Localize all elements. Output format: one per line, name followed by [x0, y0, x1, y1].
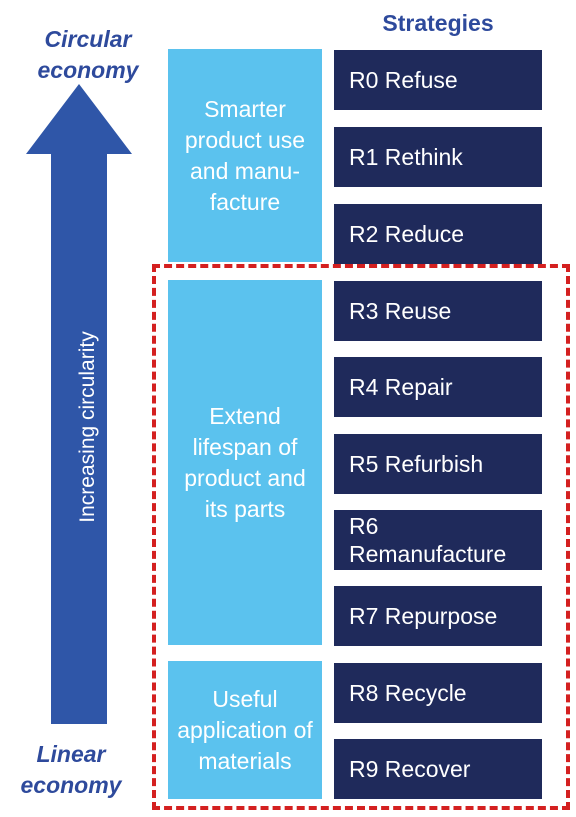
strategies-header: Strategies — [382, 10, 494, 36]
group-label: Smarter product use and manu-facture — [184, 95, 306, 215]
strategy-label: R1 Rethink — [349, 144, 463, 170]
strategy-label: R8 Recycle — [349, 680, 467, 706]
strategy-r0-refuse: R0 Refuse — [334, 50, 542, 110]
strategy-r7-repurpose: R7 Repurpose — [334, 586, 542, 646]
group-useful-application: Useful application of materials — [168, 661, 322, 799]
strategy-label: R0 Refuse — [349, 67, 458, 93]
strategy-label: R2 Reduce — [349, 221, 465, 247]
strategy-r9-recover: R9 Recover — [334, 739, 542, 799]
group-label: Extend lifespan of product and its parts — [184, 402, 306, 522]
circular-economy-label: Circular economy — [37, 26, 139, 83]
group-label: Useful application of materials — [177, 685, 313, 774]
strategy-r3-reuse: R3 Reuse — [334, 281, 542, 341]
strategy-r6-remanufacture: R6 Remanufacture — [334, 510, 542, 570]
linear-economy-label: Linear economy — [20, 741, 122, 798]
increasing-circularity-arrow — [26, 84, 132, 724]
strategy-label: R5 Refurbish — [349, 451, 484, 477]
strategy-r2-reduce: R2 Reduce — [334, 204, 542, 264]
strategy-r8-recycle: R8 Recycle — [334, 663, 542, 723]
strategy-r5-refurbish: R5 Refurbish — [334, 434, 542, 494]
strategy-r1-rethink: R1 Rethink — [334, 127, 542, 187]
axis-label: Increasing circularity — [76, 331, 99, 523]
strategy-label: R6 Remanufacture — [349, 513, 507, 567]
strategy-label: R9 Recover — [349, 756, 471, 782]
strategy-label: R3 Reuse — [349, 298, 452, 324]
strategy-label: R4 Repair — [349, 374, 453, 400]
strategy-r4-repair: R4 Repair — [334, 357, 542, 417]
group-smarter-product-use: Smarter product use and manu-facture — [168, 49, 322, 262]
strategy-label: R7 Repurpose — [349, 603, 498, 629]
group-extend-lifespan: Extend lifespan of product and its parts — [168, 280, 322, 645]
